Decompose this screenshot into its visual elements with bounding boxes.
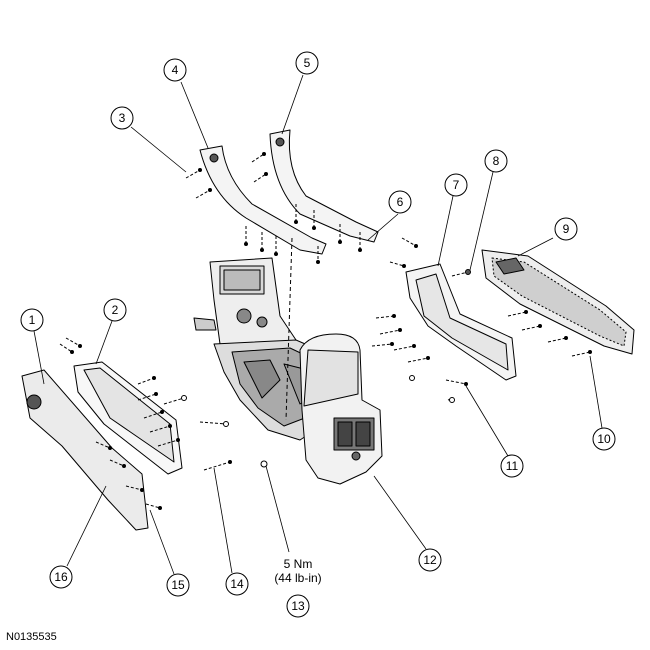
svg-text:2: 2 (112, 303, 119, 317)
trim-panel-left-upper (199, 145, 327, 255)
side-panel-left-outer (21, 369, 149, 531)
side-panel-left-inner (73, 361, 183, 475)
svg-text:8: 8 (493, 154, 500, 168)
svg-text:7: 7 (453, 178, 460, 192)
torque-spec-imperial: (44 lb-in) (274, 571, 321, 585)
callout-11: 11 (500, 454, 524, 478)
svg-text:5: 5 (304, 56, 311, 70)
svg-text:1: 1 (29, 313, 36, 327)
callout-2: 2 (103, 298, 127, 322)
svg-text:3: 3 (119, 111, 126, 125)
rear-console-end-cap (299, 333, 383, 485)
callout-12: 12 (418, 548, 442, 572)
callout-8: 8 (484, 149, 508, 173)
leader-lines (33, 74, 603, 575)
svg-text:9: 9 (563, 222, 570, 236)
svg-text:6: 6 (397, 195, 404, 209)
side-panel-right-outer (481, 249, 635, 355)
svg-text:13: 13 (291, 599, 305, 613)
svg-text:15: 15 (171, 578, 185, 592)
callout-10: 10 (592, 427, 616, 451)
callout-13: 13 (286, 594, 310, 618)
callout-15: 15 (166, 573, 190, 597)
svg-text:10: 10 (597, 432, 611, 446)
side-panel-right-inner (405, 263, 517, 381)
trim-panel-right-upper (269, 129, 379, 243)
callout-7: 7 (444, 173, 468, 197)
callout-4: 4 (163, 58, 187, 82)
callout-1: 1 (20, 308, 44, 332)
callout-5: 5 (295, 51, 319, 75)
callout-14: 14 (225, 572, 249, 596)
callout-6: 6 (388, 190, 412, 214)
svg-text:14: 14 (230, 577, 244, 591)
callout-9: 9 (554, 217, 578, 241)
svg-text:16: 16 (54, 570, 68, 584)
figure-id: N0135535 (6, 631, 57, 643)
torque-spec-value: 5 Nm (284, 557, 313, 571)
svg-text:12: 12 (423, 553, 437, 567)
callout-16: 16 (49, 565, 73, 589)
svg-text:4: 4 (172, 63, 179, 77)
callout-3: 3 (110, 106, 134, 130)
svg-text:11: 11 (506, 459, 519, 473)
